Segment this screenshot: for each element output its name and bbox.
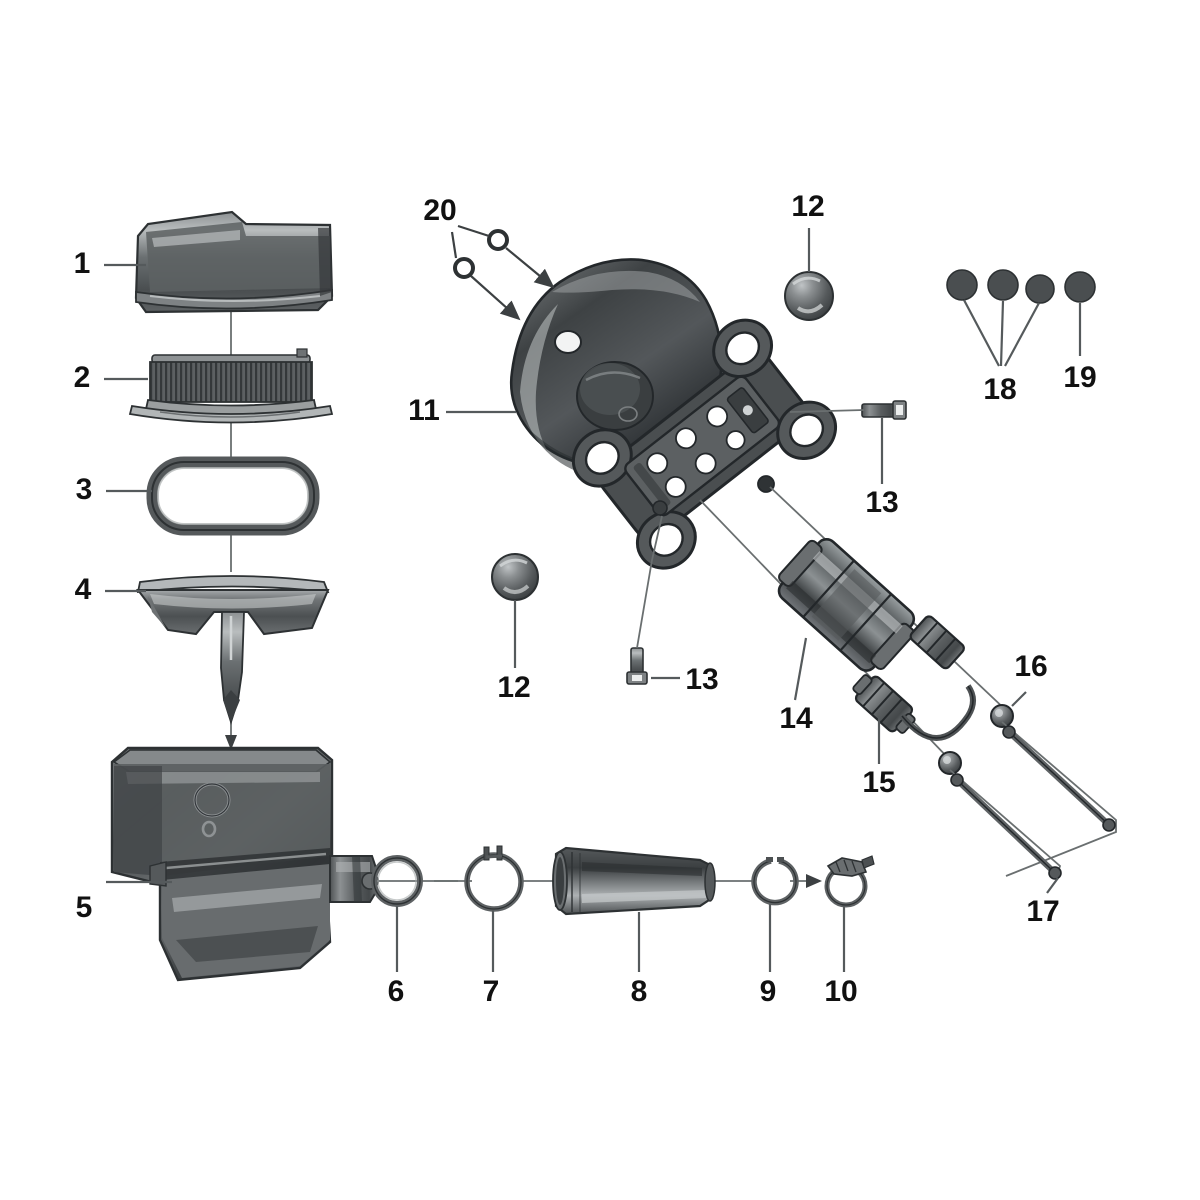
callout-label-20: 20 (423, 194, 456, 227)
callout-label-13-lower: 13 (685, 663, 718, 696)
callout-label-10: 10 (824, 975, 857, 1008)
part-mounting-nuts-set[interactable] (946, 269, 1055, 304)
part-grommet-plug-pair[interactable] (450, 224, 555, 321)
part-retaining-clip[interactable] (751, 857, 799, 906)
leader-18 (963, 299, 1040, 367)
part-o-ring[interactable] (371, 855, 423, 907)
part-gasket-seal-ring[interactable] (146, 456, 320, 536)
callout-label-18: 18 (983, 373, 1016, 406)
callout-leaders (104, 263, 846, 972)
leader-13-upper-to-part (789, 409, 865, 413)
part-canister-filter[interactable] (769, 530, 924, 680)
part-throttle-body-housing[interactable] (509, 258, 847, 579)
callout-label-19: 19 (1063, 361, 1096, 394)
part-mounting-nut-single[interactable] (1064, 271, 1096, 303)
callout-label-7: 7 (483, 975, 500, 1008)
part-intake-duct-hose[interactable] (552, 846, 716, 916)
callout-labels: 1 2 3 4 5 6 7 8 9 10 11 12 12 13 13 14 1… (74, 190, 1097, 1008)
part-hex-head-bolt-upper[interactable] (861, 400, 907, 420)
return-hose-loop-outline (901, 685, 974, 739)
part-fuel-supply-rails[interactable] (949, 721, 1117, 880)
leader-13-lower-to-part (636, 515, 663, 649)
leader-17 (1046, 877, 1059, 894)
callout-label-16: 16 (1014, 650, 1047, 683)
part-hose-clamp-tabbed[interactable] (464, 845, 524, 912)
callout-label-12-lower: 12 (497, 671, 530, 704)
leader-14 (793, 637, 808, 701)
callout-label-2: 2 (74, 361, 91, 394)
callout-label-8: 8 (631, 975, 648, 1008)
leader-16 (1011, 691, 1027, 707)
callout-label-9: 9 (760, 975, 777, 1008)
callout-label-1: 1 (74, 247, 91, 280)
callout-label-15: 15 (862, 766, 895, 799)
callout-label-14: 14 (779, 702, 813, 735)
part-line-coupler-upper[interactable] (909, 614, 966, 670)
part-worm-gear-clamp[interactable] (824, 855, 875, 908)
part-line-junction-fitting[interactable] (938, 704, 1014, 775)
part-air-cleaner-housing[interactable] (110, 746, 379, 982)
part-air-cleaner-cover[interactable] (134, 210, 334, 314)
part-hex-head-bolt-lower[interactable] (626, 647, 648, 685)
callout-label-5: 5 (76, 891, 93, 924)
part-air-filter-element[interactable] (128, 348, 334, 424)
callout-label-12-upper: 12 (791, 190, 824, 223)
callout-label-13-upper: 13 (865, 486, 898, 519)
callout-label-6: 6 (388, 975, 405, 1008)
callout-label-17: 17 (1026, 895, 1059, 928)
part-rubber-grommet-plug-upper[interactable] (784, 271, 834, 321)
part-filter-base-tray[interactable] (136, 575, 330, 725)
callout-label-4: 4 (75, 573, 92, 606)
callout-label-3: 3 (76, 473, 93, 506)
callout-label-11: 11 (408, 394, 440, 427)
part-rubber-grommet-plug-lower[interactable] (491, 553, 539, 601)
